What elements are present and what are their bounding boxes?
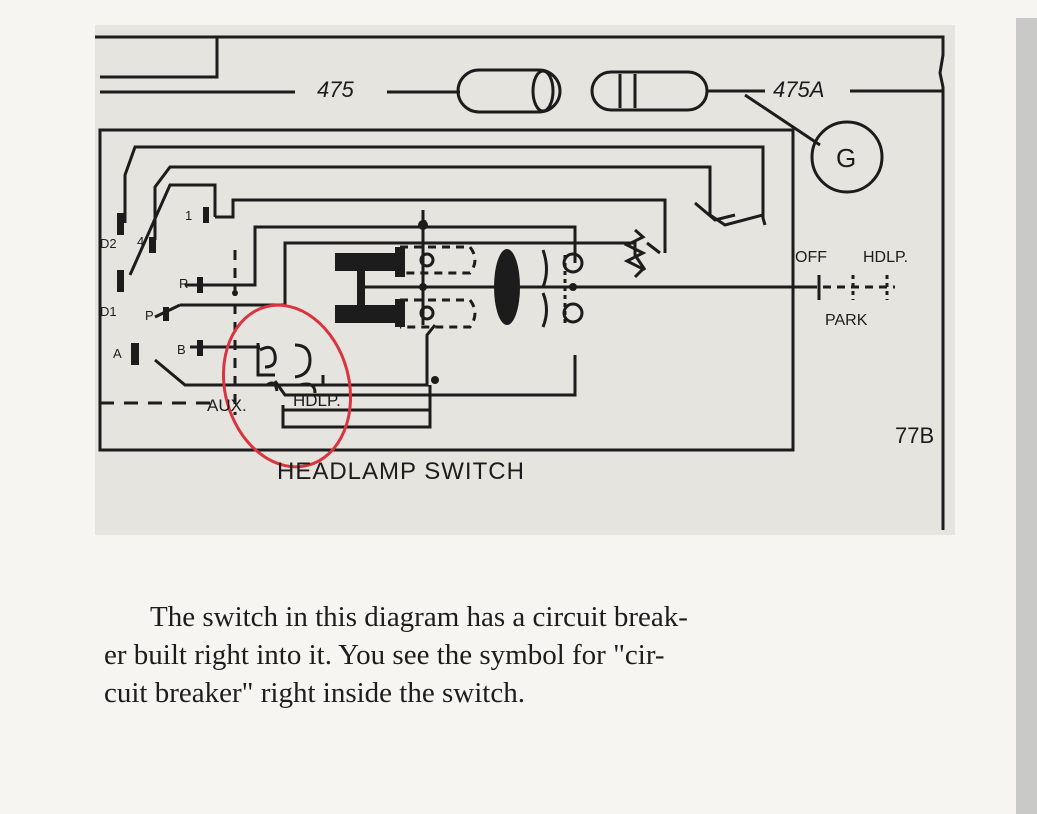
fuse-body	[590, 70, 709, 112]
circuit-breaker-annotation	[221, 303, 353, 469]
connector-body	[456, 68, 562, 114]
terminal-4-label: 4	[137, 234, 145, 249]
terminal-d1-label: D1	[100, 304, 117, 319]
hdlp-inner-label: HDLP.	[293, 391, 341, 410]
diagram-lines	[95, 35, 945, 530]
terminal-1-label: 1	[185, 208, 193, 223]
terminal-d2-label: D2	[100, 236, 117, 251]
terminal-b-label: B	[177, 342, 186, 357]
contact-carrier	[335, 247, 405, 327]
wiring-diagram: 475 475A G D2 4 1 D1 R P A B AUX. HDLP. …	[95, 25, 955, 535]
ground-circle	[810, 120, 884, 194]
terminal-a-label: A	[113, 346, 122, 361]
off-position-label: OFF	[795, 249, 827, 266]
top-frame-line	[95, 35, 945, 530]
caption-line: The switch in this diagram has a circuit…	[150, 601, 688, 633]
top-left-wire	[100, 37, 219, 79]
switch-title: HEADLAMP SWITCH	[277, 458, 525, 485]
wire-label-475a: 475A	[773, 77, 825, 102]
connector-end	[531, 69, 555, 113]
aux-label: AUX.	[207, 396, 247, 415]
caption: The switch in this diagram has a circuit…	[104, 598, 984, 712]
terminal-r-label: R	[179, 276, 189, 291]
hdlp-position-label: HDLP.	[863, 249, 909, 266]
caption-line: er built right into it. You see the symb…	[104, 639, 665, 671]
figure-number: 77B	[895, 423, 935, 448]
ground-lead	[744, 93, 821, 147]
switch-box	[98, 128, 795, 452]
terminal-p-label: P	[145, 308, 154, 323]
park-position-label: PARK	[825, 312, 868, 329]
ground-symbol-label: G	[836, 143, 857, 173]
page-gutter	[1016, 18, 1037, 814]
wire-label-475: 475	[317, 77, 354, 102]
caption-line: cuit breaker" right inside the switch.	[104, 677, 525, 709]
switch-knob	[494, 249, 520, 325]
